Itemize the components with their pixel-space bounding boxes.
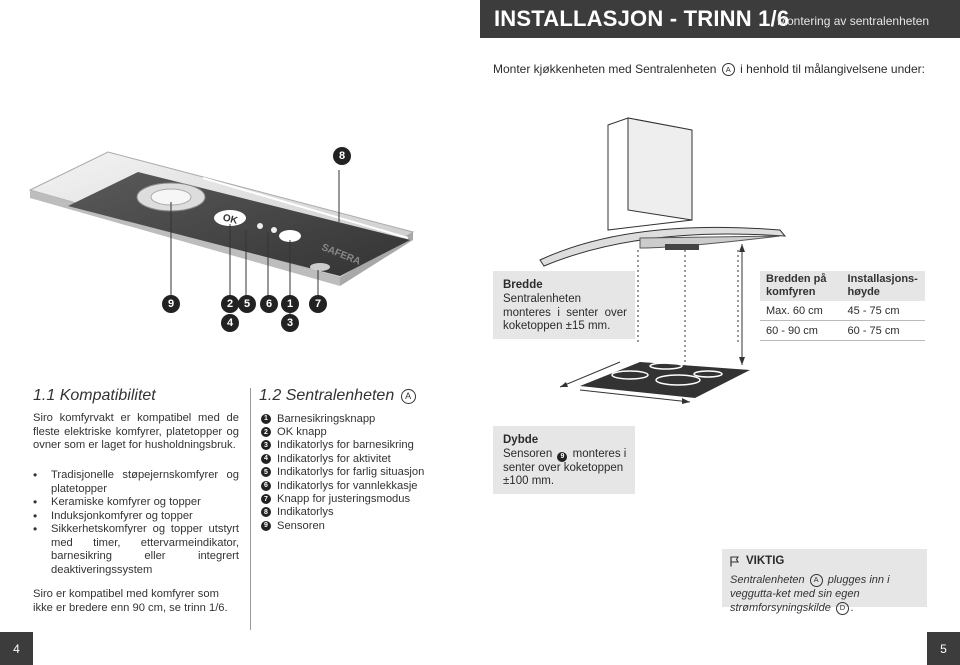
part-label: Indikatorlys for barnesikring (277, 439, 414, 452)
part-number: 3 (261, 440, 271, 451)
hood-cooktop-illustration (539, 117, 787, 404)
part-number: 5 (261, 467, 271, 478)
depth-marker-9: 9 (557, 451, 568, 462)
part-number: 7 (261, 494, 271, 505)
depth-text: Sensoren 9 monteres i senter over koketo… (503, 448, 627, 489)
part-item: 4 Indikatorlys for aktivitet (261, 452, 461, 465)
part-item: 5 Indikatorlys for farlig situasjon (261, 466, 461, 479)
part-label: Indikatorlys for aktivitet (277, 452, 391, 465)
part-label: Sensoren (277, 519, 325, 532)
compat-item: Sikkerhetskomfyrer og topper utstyrt med… (33, 523, 239, 577)
intro-text: Monter kjøkkenheten med Sentralenheten A… (493, 62, 925, 76)
label-2: 2 (221, 295, 239, 313)
page-number-right: 5 (927, 632, 960, 665)
depth-title: Dybde (503, 434, 539, 446)
part-number: 1 (261, 413, 271, 424)
central-heading-text: 1.2 Sentralenheten (259, 387, 395, 404)
part-number: 2 (261, 427, 271, 438)
marker-a: A (721, 63, 735, 76)
page-subtitle: Montering av sentralenheten (777, 14, 930, 28)
part-number: 9 (261, 520, 271, 531)
width-title: Bredde (503, 279, 543, 291)
depth-info-box: Dybde Sensoren 9 monteres i senter over … (493, 426, 635, 494)
part-label: Barnesikringsknapp (277, 412, 376, 425)
spec-cell: Max. 60 cm (766, 304, 823, 317)
part-label: Indikatorlys for farlig situasjon (277, 466, 425, 479)
part-number: 4 (261, 453, 271, 464)
central-marker-a: A (400, 388, 416, 404)
label-4: 4 (221, 314, 239, 332)
central-heading: 1.2 Sentralenheten A (259, 387, 418, 405)
compat-intro: Siro komfyrvakt er kompatibel med de fle… (33, 412, 239, 451)
depth-text-post: monteres i senter over koketoppen ±100 m… (503, 448, 627, 488)
part-number: 6 (261, 480, 271, 491)
label-5: 5 (238, 295, 256, 313)
depth-text-pre: Sensoren (503, 448, 553, 460)
important-text-mid: plugges inn i veggutta-ket med sin egen … (730, 574, 890, 614)
part-label: OK knapp (277, 426, 327, 439)
important-title-text: VIKTIG (746, 555, 785, 567)
width-text: Sentralenheten monteres i senter over ko… (503, 293, 627, 332)
label-8: 8 (333, 147, 351, 165)
label-6: 6 (260, 295, 278, 313)
part-item: 7 Knapp for justeringsmodus (261, 492, 461, 505)
compat-heading: 1.1 Kompatibilitet (33, 387, 156, 404)
flag-icon (730, 555, 739, 566)
spec-table-header: Bredden på komfyren Installasjons-høyde (760, 271, 925, 301)
part-item: 9 Sensoren (261, 519, 461, 532)
compat-item: Keramiske komfyrer og topper (33, 496, 239, 510)
ok-button-text: OK (222, 212, 240, 226)
width-info-box: Bredde Sentralenheten monteres i senter … (493, 271, 635, 339)
important-text-post: . (850, 602, 854, 614)
part-item: 2 OK knapp (261, 425, 461, 438)
important-marker-d: D (835, 601, 849, 615)
spec-row: 60 - 90 cm 60 - 75 cm (760, 321, 925, 341)
part-label: Indikatorlys for vannlekkasje (277, 479, 418, 492)
label-3: 3 (281, 314, 299, 332)
important-text: Sentralenheten A plugges inn i veggutta-… (730, 573, 924, 615)
intro-post: i henhold til målangivelsene under: (740, 62, 925, 76)
spec-cell: 60 - 75 cm (847, 324, 900, 337)
label-1: 1 (281, 295, 299, 313)
spec-header-height: Installasjons-høyde (847, 273, 918, 298)
part-item: 1 Barnesikringsknapp (261, 412, 461, 425)
part-item: 3 Indikatorlys for barnesikring (261, 439, 461, 452)
compat-item: Tradisjonelle støpejernskomfyrer og plat… (33, 469, 239, 496)
spec-cell: 60 - 90 cm (766, 324, 818, 337)
important-marker-a: A (809, 573, 823, 587)
column-divider (250, 388, 251, 630)
important-title: VIKTIG (730, 555, 784, 567)
part-label: Knapp for justeringsmodus (277, 493, 411, 506)
part-number: 8 (261, 507, 271, 518)
page-header: INSTALLASJON - TRINN 1/6 Montering av se… (480, 0, 960, 38)
part-item: 8 Indikatorlys (261, 506, 461, 519)
part-label: Indikatorlys (277, 506, 334, 519)
label-7: 7 (309, 295, 327, 313)
central-unit-illustration: OK SAFERA (28, 151, 415, 315)
label-9: 9 (162, 295, 180, 313)
spec-table: Bredden på komfyren Installasjons-høyde … (760, 271, 925, 341)
page-number-left: 4 (0, 632, 33, 665)
intro-pre: Monter kjøkkenheten med Sentralenheten (493, 62, 717, 76)
compat-item: Induksjonkomfyrer og topper (33, 510, 239, 524)
spec-cell: 45 - 75 cm (847, 304, 900, 317)
important-text-pre: Sentralenheten (730, 574, 805, 586)
compat-footer: Siro er kompatibel med komfyrer som ikke… (33, 588, 228, 614)
part-item: 6 Indikatorlys for vannlekkasje (261, 479, 461, 492)
spec-header-width: Bredden på komfyren (766, 273, 827, 298)
important-note-box: VIKTIG Sentralenheten A plugges inn i ve… (722, 549, 927, 615)
page-title: INSTALLASJON - TRINN 1/6 (494, 6, 790, 31)
spec-row: Max. 60 cm 45 - 75 cm (760, 301, 925, 321)
compat-list: Tradisjonelle støpejernskomfyrer og plat… (33, 469, 239, 577)
